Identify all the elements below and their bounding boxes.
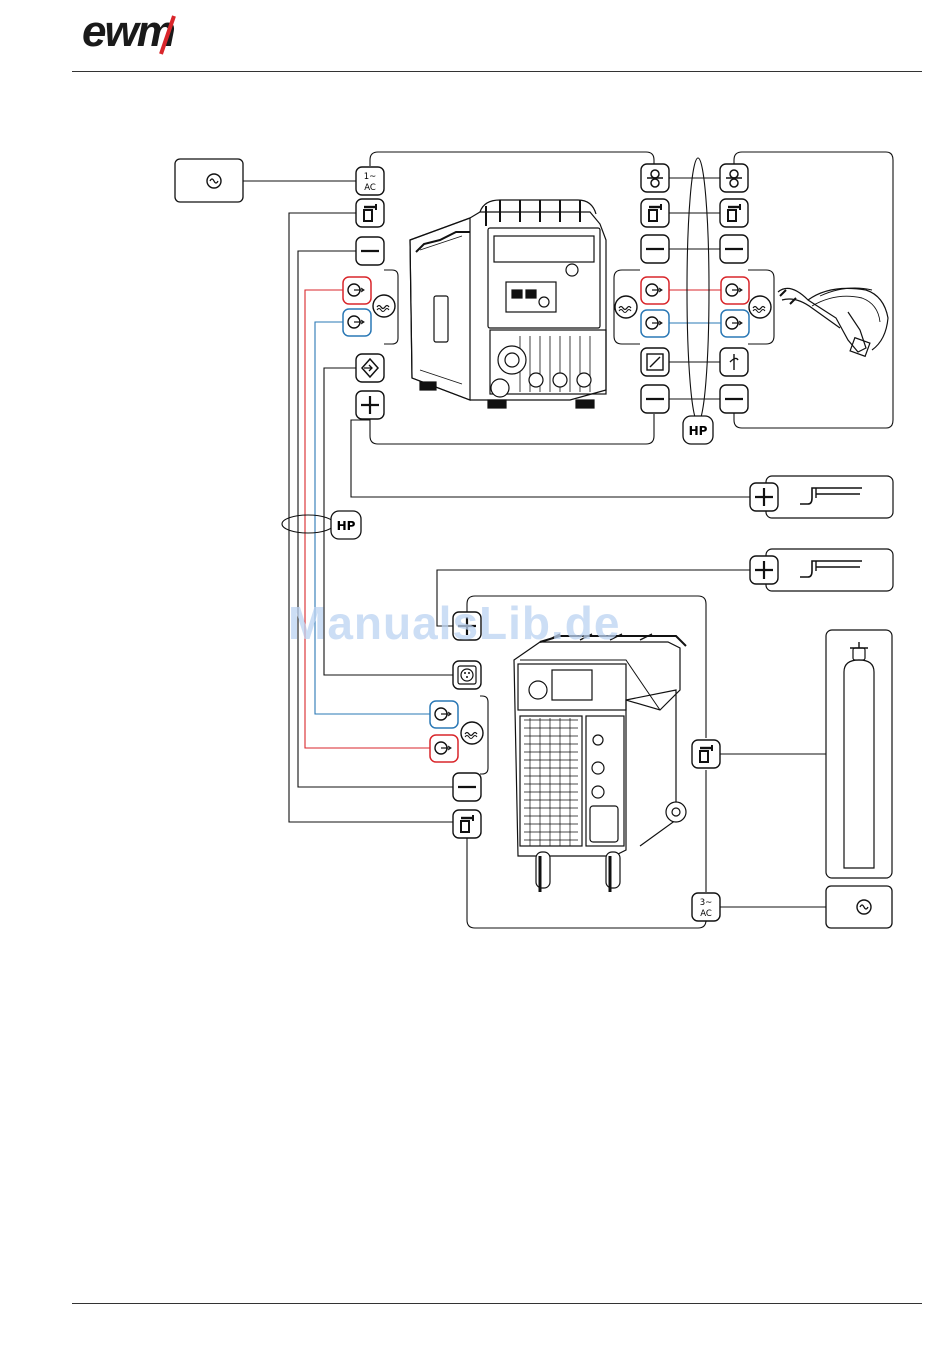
ewm-logo: ewm <box>82 8 212 58</box>
power-source-illustration <box>514 634 686 892</box>
coolant-flow-icon <box>373 295 395 317</box>
minus-icon <box>720 385 748 413</box>
mains-label-three-phase: 3~ AC <box>692 893 720 921</box>
coolant-flow-icon <box>461 722 483 744</box>
gas-icon <box>692 740 720 768</box>
mains-ac-text: AC <box>700 909 712 919</box>
control-cable-socket <box>453 661 481 689</box>
minus-icon <box>641 235 669 263</box>
mains-ac-text: AC <box>364 183 376 193</box>
coolant-flow-icon <box>749 296 771 318</box>
gas-cylinder <box>826 630 892 878</box>
ac-sine-icon <box>857 900 871 914</box>
svg-text:HP: HP <box>337 519 356 533</box>
gas-icon <box>720 199 748 227</box>
drive-right-connectors <box>615 164 669 413</box>
mains-plug-three-phase <box>826 886 892 928</box>
minus-icon <box>356 237 384 265</box>
gas-icon <box>453 810 481 838</box>
coolant-return-socket <box>721 277 749 304</box>
minus-icon <box>641 385 669 413</box>
hose-package-label-bottom: HP <box>331 511 361 539</box>
coolant-supply-socket <box>641 310 669 337</box>
wire-spool-icon <box>720 164 748 192</box>
wire-feed-unit-illustration <box>410 200 606 408</box>
header-rule <box>72 71 922 72</box>
plus-icon <box>750 483 778 511</box>
mains-phase-text: 3~ <box>700 898 713 908</box>
footer-rule <box>72 1303 922 1304</box>
watermark-text: ManualsLib.de <box>288 596 668 656</box>
minus-icon <box>720 235 748 263</box>
mains-phase-text: 1~ <box>364 172 377 182</box>
mains-label-single-phase: 1~ AC <box>356 167 384 195</box>
workpiece-bottom <box>750 549 893 591</box>
mains-plug-single-phase <box>175 159 243 202</box>
drive-left-connectors: 1~ AC <box>343 167 395 419</box>
remote-control-socket <box>641 348 669 376</box>
plus-icon <box>750 556 778 584</box>
ac-sine-icon <box>207 174 221 188</box>
workpiece-top <box>750 476 893 518</box>
coolant-supply-socket <box>721 310 749 337</box>
coolant-return-socket <box>430 735 458 762</box>
control-cable-socket <box>356 354 384 382</box>
torch-trigger-socket <box>720 348 748 376</box>
coolant-return-socket <box>343 277 371 304</box>
coolant-supply-socket <box>430 701 458 728</box>
hose-package-label-top: HP <box>683 416 713 444</box>
gas-icon <box>641 199 669 227</box>
svg-text:HP: HP <box>689 424 708 438</box>
welding-torch-illustration <box>778 288 888 356</box>
plus-icon <box>356 391 384 419</box>
coolant-return-socket <box>641 277 669 304</box>
wire-spool-icon <box>641 164 669 192</box>
coolant-supply-socket <box>343 309 371 336</box>
minus-icon <box>453 773 481 801</box>
gas-icon <box>356 199 384 227</box>
coolant-flow-icon <box>615 296 637 318</box>
